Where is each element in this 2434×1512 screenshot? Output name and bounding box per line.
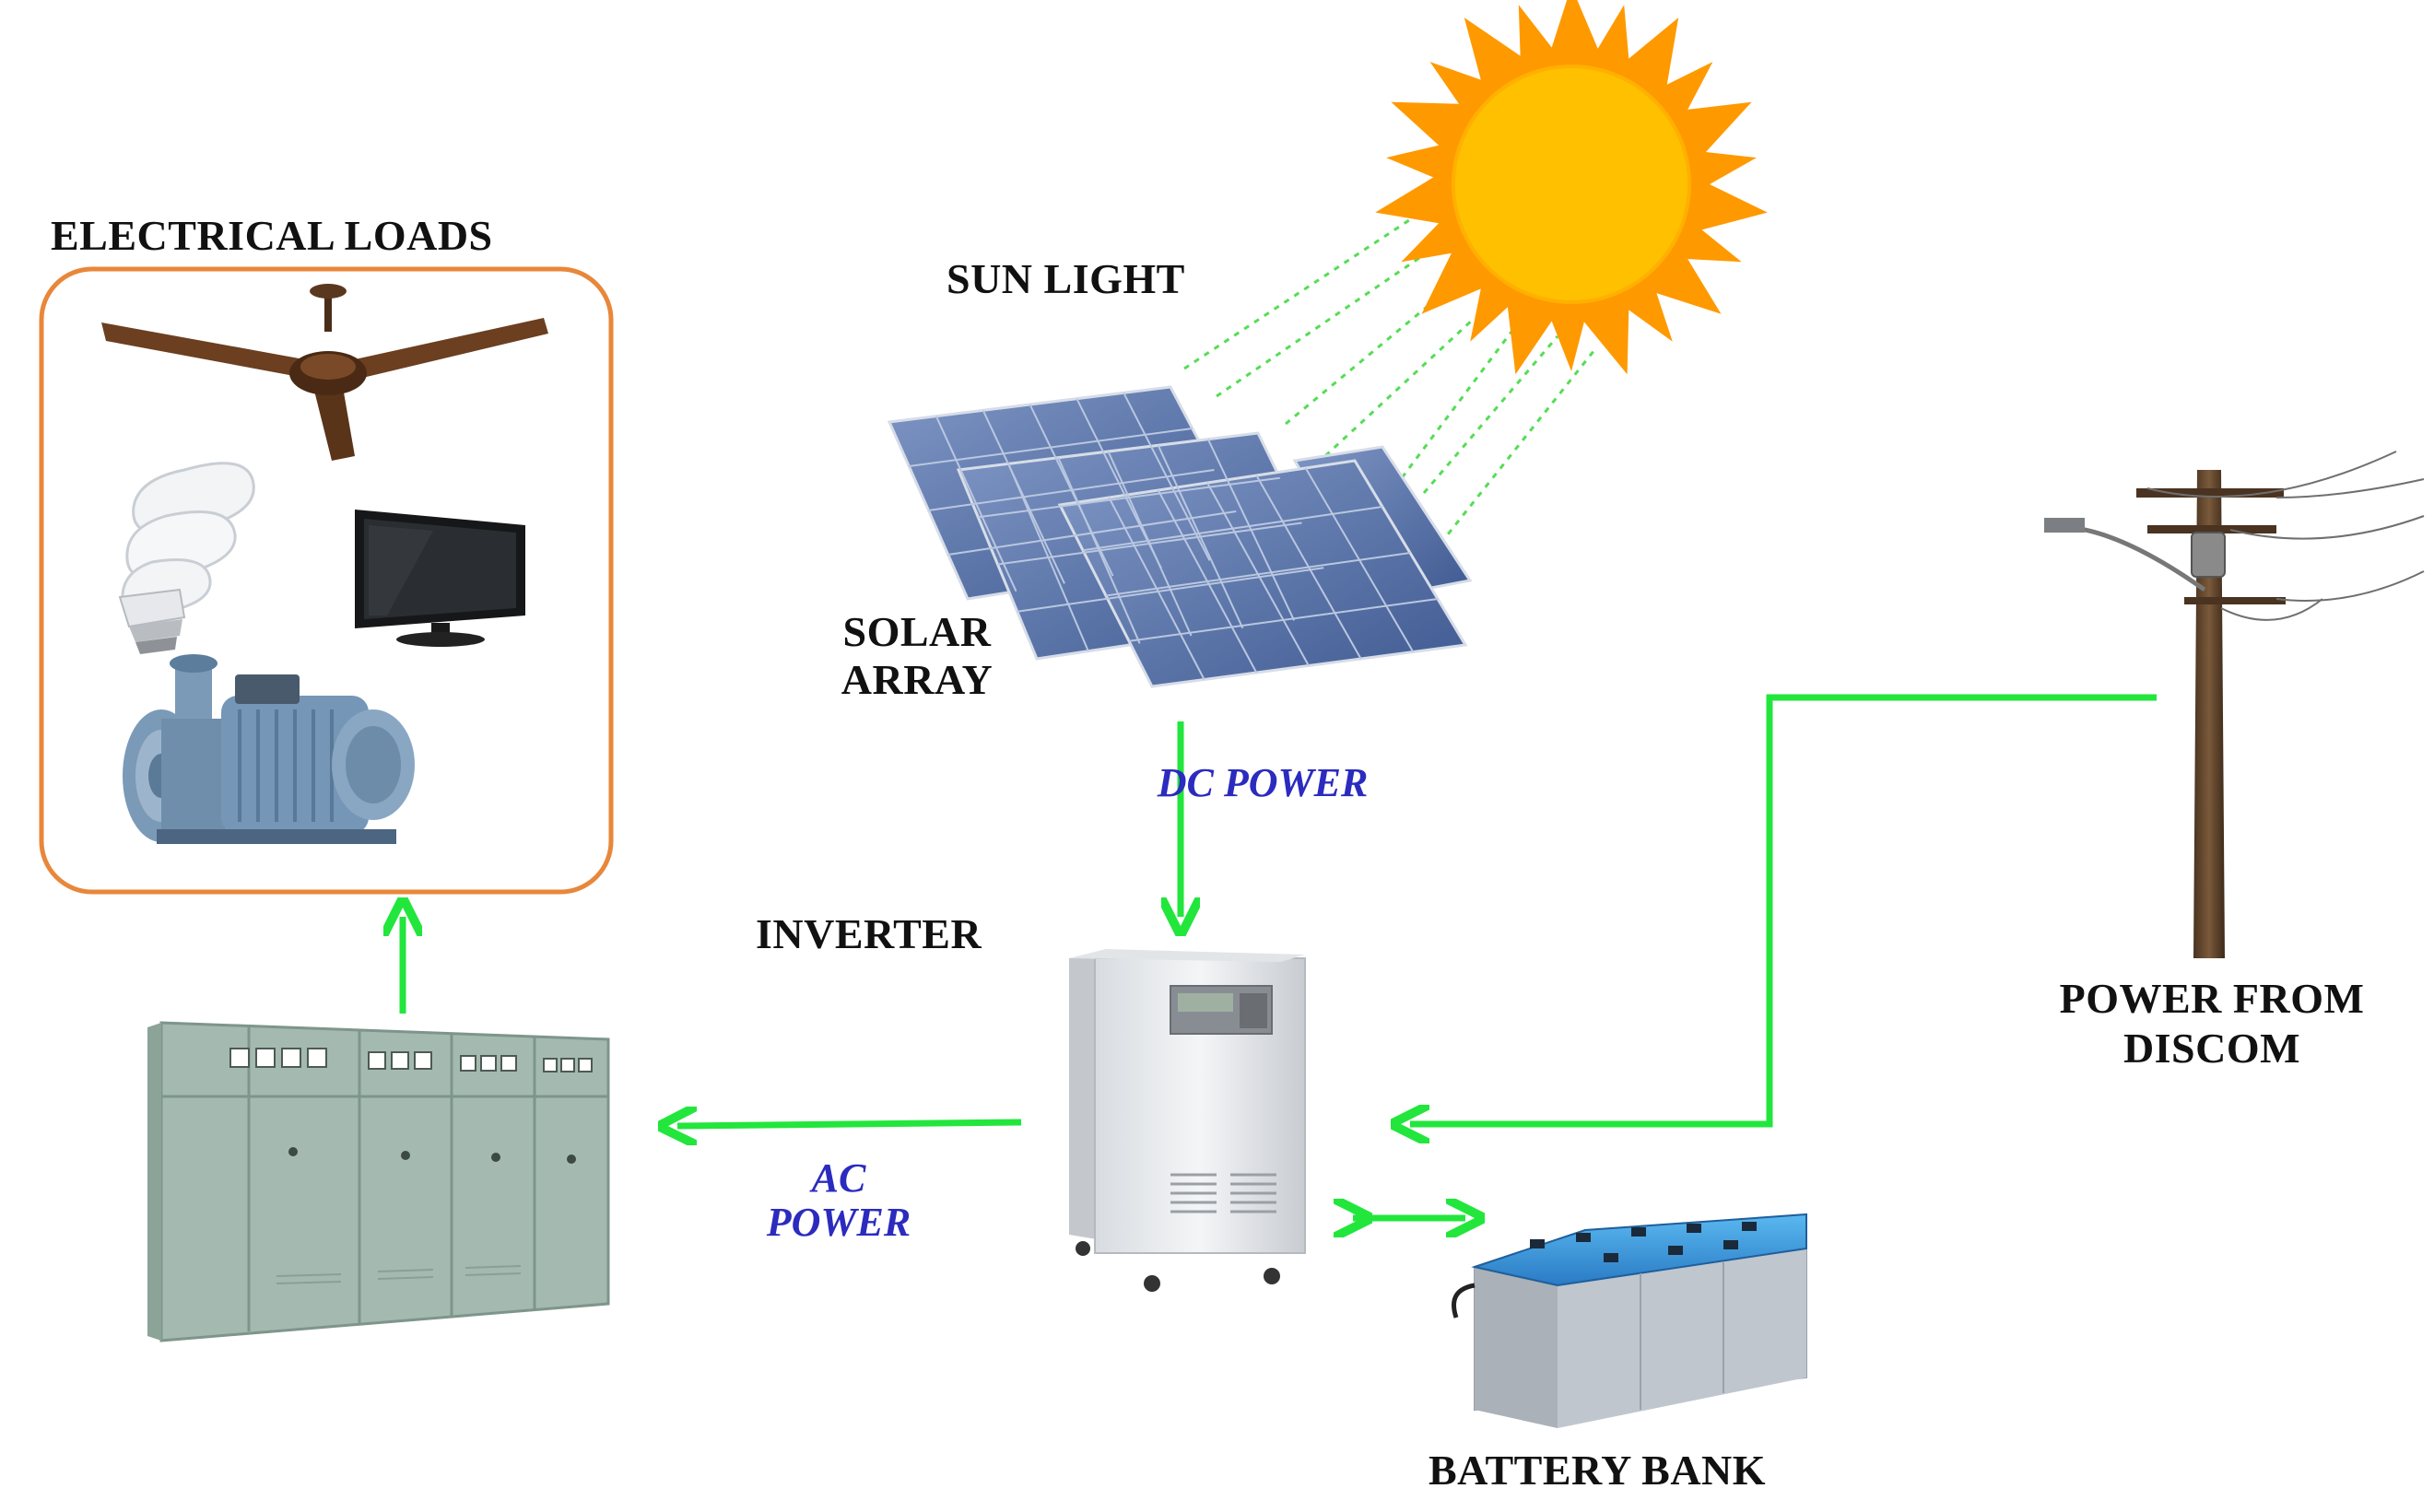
inverter-label: INVERTER (756, 910, 982, 957)
sun-light-label: SUN LIGHT (947, 255, 1185, 302)
battery-bank-icon (1452, 1213, 1807, 1428)
cfl-bulb-icon (118, 462, 255, 654)
flow-arrows (403, 694, 2157, 1218)
power-from-discom-label-line2: DISCOM (2122, 1025, 2301, 1072)
solar-array-label-line1: SOLAR (842, 608, 992, 655)
utility-pole-icon (2044, 451, 2425, 958)
sun-icon (1375, 0, 1768, 375)
solar-panel-icon (887, 385, 1473, 688)
dc-power-label: DC POWER (1157, 760, 1369, 805)
arrow-discom-to-inverter (1410, 694, 2157, 1124)
battery-bank-label: BATTERY BANK (1429, 1447, 1767, 1494)
power-from-discom-label-line1: POWER FROM (2059, 975, 2365, 1022)
distribution-panel-icon (147, 1021, 610, 1342)
inverter-icon (1069, 949, 1306, 1292)
solar-array-label-line2: ARRAY (841, 656, 994, 703)
ceiling-fan-icon (101, 284, 548, 461)
ac-power-label-line2: POWER (766, 1200, 911, 1245)
water-pump-icon (123, 654, 415, 844)
arrow-inverter-to-panel (677, 1122, 1022, 1126)
television-icon (355, 510, 525, 647)
electrical-loads-label: ELECTRICAL LOADS (51, 212, 493, 259)
ac-power-label-line1: AC (811, 1155, 866, 1201)
